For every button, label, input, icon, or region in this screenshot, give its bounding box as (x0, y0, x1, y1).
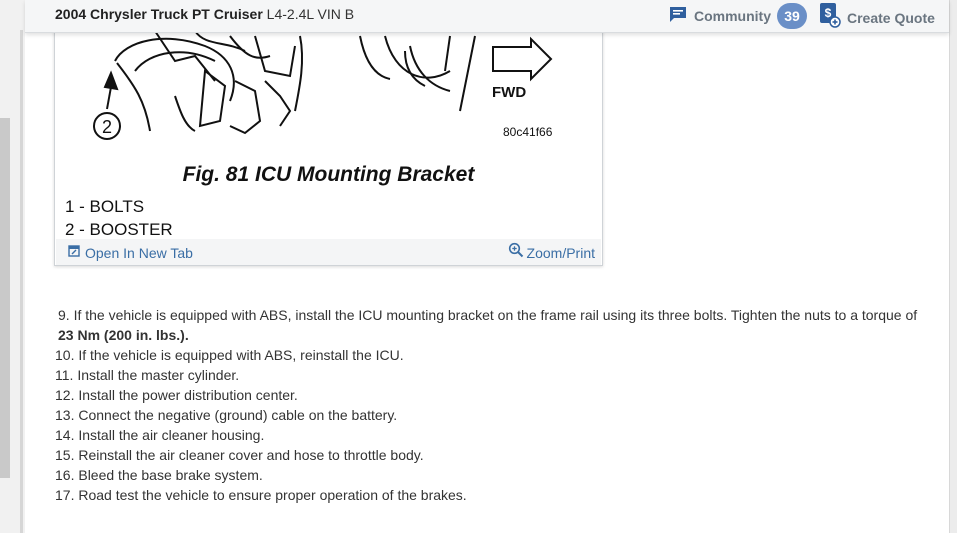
community-button[interactable]: Community 39 (668, 3, 807, 29)
legend-item: 2 - BOOSTER (65, 220, 173, 239)
community-count-badge: 39 (777, 3, 807, 29)
vehicle-engine: L4-2.4L VIN B (266, 6, 355, 22)
open-in-new-tab-label: Open In New Tab (85, 245, 193, 261)
step-item: 10. If the vehicle is equipped with ABS,… (55, 347, 404, 363)
step-item: 12. Install the power distribution cente… (55, 387, 298, 403)
open-tab-icon (68, 244, 80, 262)
figure-title: Fig. 81 ICU Mounting Bracket (182, 163, 475, 186)
step-item: 15. Reinstall the air cleaner cover and … (55, 447, 424, 463)
zoom-print-label: Zoom/Print (526, 244, 595, 261)
procedure-steps: 9. If the vehicle is equipped with ABS, … (55, 305, 940, 505)
figure-code: 80c41f66 (503, 125, 553, 139)
step-item: 9. If the vehicle is equipped with ABS, … (55, 305, 940, 345)
create-quote-label: Create Quote (847, 9, 935, 26)
step-item: 13. Connect the negative (ground) cable … (55, 407, 398, 423)
open-in-new-tab-link[interactable]: Open In New Tab (68, 244, 193, 262)
svg-text:$: $ (825, 6, 832, 20)
step-item: 11. Install the master cylinder. (55, 367, 240, 383)
left-scrollbar[interactable] (0, 118, 10, 478)
create-quote-button[interactable]: $ Create Quote (819, 2, 935, 33)
figure-footer: Open In New Tab Zoom/Print (56, 239, 601, 265)
step-item: 16. Bleed the base brake system. (55, 467, 263, 483)
right-scrollbar[interactable] (949, 0, 957, 533)
step-item: 17. Road test the vehicle to ensure prop… (55, 487, 467, 503)
chat-icon (668, 4, 688, 29)
step-text: 9. If the vehicle is equipped with ABS, … (58, 307, 918, 323)
left-divider (20, 30, 23, 533)
vehicle-title: 2004 Chrysler Truck PT Cruiser L4-2.4L V… (55, 6, 354, 22)
vehicle-name: 2004 Chrysler Truck PT Cruiser (55, 6, 263, 22)
top-bar: 2004 Chrysler Truck PT Cruiser L4-2.4L V… (25, 0, 949, 33)
dollar-quote-icon: $ (819, 2, 841, 33)
legend-item: 1 - BOLTS (65, 197, 145, 216)
zoom-print-link[interactable]: Zoom/Print (508, 242, 595, 263)
fwd-label: FWD (492, 84, 526, 101)
step-item: 14. Install the air cleaner housing. (55, 427, 265, 443)
community-label: Community (694, 8, 771, 24)
figure-card: FWD 80c41f66 2 Fig. 81 ICU Mounting Brac… (54, 0, 603, 266)
callout-number: 2 (102, 117, 112, 137)
zoom-icon (508, 242, 524, 263)
icu-bracket-illustration: FWD 80c41f66 2 (93, 30, 553, 140)
torque-spec: 23 Nm (200 in. lbs.). (58, 327, 189, 343)
